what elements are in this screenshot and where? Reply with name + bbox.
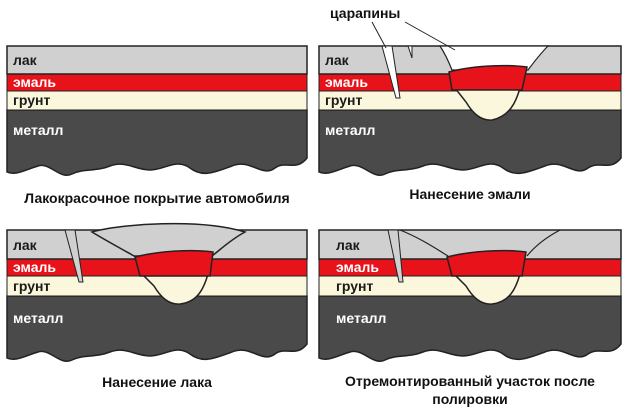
caption-intact-coating: Лакокрасочное покрытие автомобиля: [24, 190, 289, 206]
new-lacquer-bump: [90, 222, 247, 257]
new-enamel: [448, 64, 528, 91]
label-metal: металл: [13, 122, 63, 138]
panel-repaired-polished: лак эмаль грунт металл Отремонтированный…: [318, 229, 622, 407]
primer-layer: [6, 90, 308, 111]
metal-layer: [6, 295, 308, 362]
caption-repaired-line2: полировки: [432, 391, 507, 407]
label-primer: грунт: [336, 278, 373, 294]
scratch-cavity: [438, 45, 550, 71]
label-metal: металл: [13, 310, 63, 326]
thin-scratch: [387, 229, 404, 283]
label-primer: грунт: [325, 92, 362, 108]
label-enamel: эмаль: [325, 74, 368, 90]
leader-line: [371, 21, 387, 49]
caption-enamel-applied: Нанесение эмали: [409, 186, 530, 202]
thin-scratch: [64, 229, 84, 283]
label-primer: грунт: [13, 92, 50, 108]
metal-layer: [6, 109, 308, 176]
panel-intact-coating: лак эмаль грунт металл Лакокрасочное пок…: [6, 45, 308, 206]
repaired-lacquer-outline: [399, 229, 561, 257]
label-primer: грунт: [13, 278, 50, 294]
metal-layer: [318, 109, 622, 176]
crater-primer-fill: [140, 273, 209, 305]
metal-layer: [318, 295, 622, 362]
label-metal: металл: [325, 122, 375, 138]
thin-scratch-2: [407, 45, 413, 59]
new-enamel: [446, 249, 527, 277]
leader-line: [404, 21, 456, 51]
panel-lacquer-applied: лак эмаль грунт металл Нанесение лака: [6, 222, 308, 390]
label-enamel: эмаль: [336, 259, 379, 275]
crater-primer-fill: [452, 273, 521, 305]
label-metal: металл: [336, 310, 386, 326]
scratches-label: царапины: [330, 5, 400, 21]
crater-primer-fill: [453, 87, 521, 121]
lacquer-layer: [318, 229, 622, 260]
panel-enamel-applied: лак эмаль грунт металл царапины Нанесени…: [318, 5, 622, 202]
new-enamel: [134, 249, 214, 277]
label-lacquer: лак: [325, 52, 350, 68]
label-lacquer: лак: [13, 52, 38, 68]
caption-lacquer-applied: Нанесение лака: [102, 374, 212, 390]
label-enamel: эмаль: [13, 74, 56, 90]
label-lacquer: лак: [336, 237, 361, 253]
label-lacquer: лак: [13, 237, 38, 253]
caption-repaired-line1: Отремонтированный участок после: [345, 373, 595, 389]
thin-scratch: [381, 45, 401, 99]
label-enamel: эмаль: [13, 259, 56, 275]
lacquer-layer: [6, 45, 308, 75]
